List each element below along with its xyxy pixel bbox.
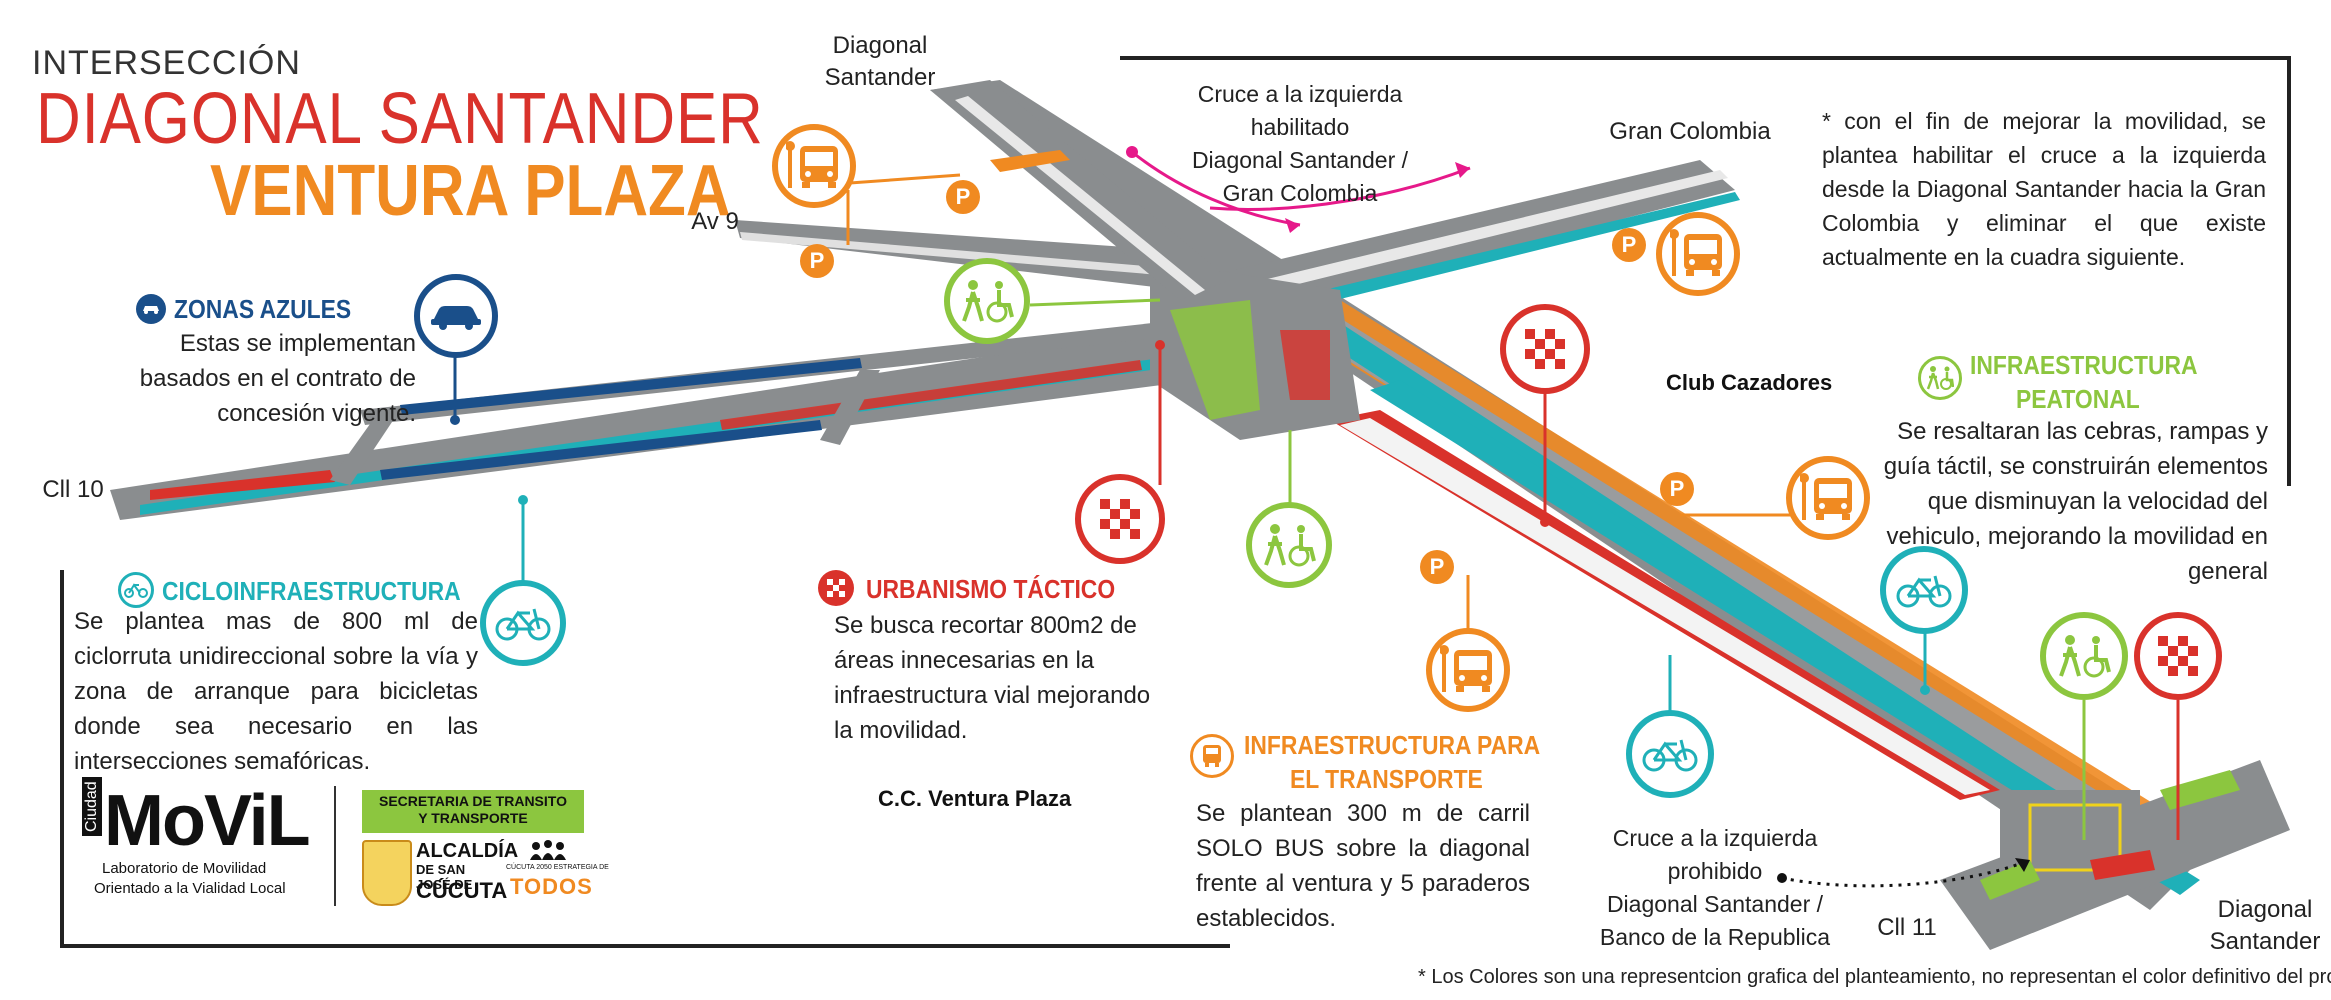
diagonal-upper-road: [930, 80, 1230, 300]
urbanismo-title: URBANISMO TÁCTICO: [866, 574, 1116, 604]
note-top: * con el fin de mejorar la movilidad, se…: [1822, 108, 2266, 270]
frame-right-line: [2287, 56, 2291, 486]
secretaria-transito-badge: SECRETARIA DE TRANSITO Y TRANSPORTE: [362, 790, 584, 833]
alcaldia-line2: DE SAN JOSÉ DE: [416, 862, 473, 892]
calle10-road: [110, 330, 1200, 520]
todos-top-text: CÚCUTA 2050 ESTRATEGIA DE: [506, 864, 609, 871]
zonas-azules-small-icon: [136, 294, 166, 324]
label-cc-ventura-plaza: C.C. Ventura Plaza: [878, 786, 1072, 811]
calle11-intersection: [1940, 760, 2290, 950]
peatonal-small-icon: [1918, 356, 1962, 400]
label-cll10: Cll 10: [42, 476, 104, 503]
zonas-azules-body: Estas se implementan basados en el contr…: [139, 330, 416, 427]
bicycle-icon: [480, 580, 566, 666]
annotation-left-turn-prohibited: Cruce a la izquierda prohibido Diagonal …: [1599, 825, 1831, 950]
alcaldia-shield-icon: [362, 840, 412, 906]
alcaldia-line3: CÚCUTA: [416, 878, 508, 903]
label-diagonal-santander-top: Diagonal Santander: [824, 32, 936, 91]
checker-icon-cll11: [2134, 612, 2222, 700]
frame-top-line: [1120, 56, 2290, 60]
alcaldia-logo: ALCALDÍA DE SAN JOSÉ DE CÚCUTA: [362, 840, 518, 906]
parking-icon-1: P: [946, 180, 980, 214]
title-diagonal-santander: DIAGONAL SANTANDER: [36, 79, 764, 159]
label-cll11: Cll 11: [1877, 914, 1937, 941]
main-intersection: [1150, 260, 1360, 440]
movil-logo-ciudad: Ciudad: [82, 777, 102, 836]
alcaldia-line1: ALCALDÍA: [416, 840, 519, 862]
calle10-upper-road: [330, 320, 1185, 485]
movil-logo-wordmark: MoViL: [104, 781, 311, 861]
movil-logo-lab-line2: Orientado a la Vialidad Local: [94, 880, 286, 897]
bus-stop-icon-gran-colombia: [1656, 212, 1740, 296]
transporte-small-icon: [1190, 734, 1234, 778]
title-ventura-plaza: VENTURA PLAZA: [210, 151, 731, 231]
bicycle-icon-right: [1880, 546, 1968, 634]
bus-stop-icon-av9: [772, 124, 856, 208]
pedestrian-icon-top: [944, 258, 1030, 344]
urbanismo-small-icon: [818, 570, 854, 606]
parking-icon-gran-colombia: P: [1612, 228, 1646, 262]
label-diagonal-santander-bottom: Diagonal Santander: [2209, 896, 2321, 955]
label-club-cazadores: Club Cazadores: [1666, 370, 1833, 395]
parking-icon-club: P: [1660, 472, 1694, 506]
urbanismo-body: Se busca recortar 800m2 de áreas inneces…: [834, 612, 1151, 744]
peatonal-body: Se resaltaran las cebras, rampas y guía …: [1883, 418, 2268, 585]
todos-wordmark: TODOS: [510, 874, 593, 899]
parking-icon-2: P: [800, 244, 834, 278]
ciclo-title: CICLOINFRAESTRUCTURA: [162, 576, 461, 606]
parking-letter: P: [1669, 476, 1685, 501]
parking-letter: P: [1621, 232, 1637, 257]
bus-stop-icon-ventura: [1426, 628, 1510, 712]
todos-people-icon: [528, 840, 568, 860]
ciclo-body: Se plantea mas de 800 ml de ciclorruta u…: [74, 608, 478, 775]
transporte-title-line2: EL TRANSPORTE: [1290, 764, 1483, 794]
parking-letter: P: [955, 184, 971, 209]
ciclo-small-icon: [118, 572, 154, 608]
parking-letter: P: [809, 248, 825, 273]
label-av9: Av 9: [691, 208, 739, 235]
checker-icon-club: [1500, 304, 1590, 394]
parking-letter: P: [1429, 554, 1445, 579]
label-gran-colombia: Gran Colombia: [1609, 118, 1771, 145]
movil-logo-lab-line1: Laboratorio de Movilidad: [102, 860, 267, 877]
todos-logo: CÚCUTA 2050 ESTRATEGIA DE TODOS: [506, 840, 609, 906]
title-intersection: INTERSECCIÓN: [32, 44, 301, 82]
bicycle-icon-ventura: [1626, 710, 1714, 798]
movil-logo: Ciudad MoViL Laboratorio de Movilidad Or…: [82, 777, 318, 904]
transporte-title-line1: INFRAESTRUCTURA PARA: [1244, 730, 1541, 760]
peatonal-title-line2: PEATONAL: [2016, 384, 2140, 414]
pedestrian-icon-cll11: [2040, 612, 2128, 700]
transporte-body: Se plantean 300 m de carril SOLO BUS sob…: [1196, 800, 1530, 932]
frame-left-line: [60, 570, 64, 948]
pedestrian-icon-mid: [1246, 502, 1332, 588]
checker-icon-urbanismo: [1075, 474, 1165, 564]
frame-bottom-line: [60, 944, 1230, 948]
parking-icon-ventura: P: [1420, 550, 1454, 584]
annotation-left-turn-enabled: Cruce a la izquierda habilitado Diagonal…: [1191, 81, 1409, 206]
logo-divider: [334, 786, 336, 906]
car-icon: [414, 274, 498, 358]
footnote: * Los Colores son una representcion graf…: [1418, 966, 2331, 988]
zonas-azules-title: ZONAS AZULES: [174, 294, 352, 324]
peatonal-title-line1: INFRAESTRUCTURA: [1970, 350, 2198, 380]
bus-stop-icon-club: [1786, 456, 1870, 540]
